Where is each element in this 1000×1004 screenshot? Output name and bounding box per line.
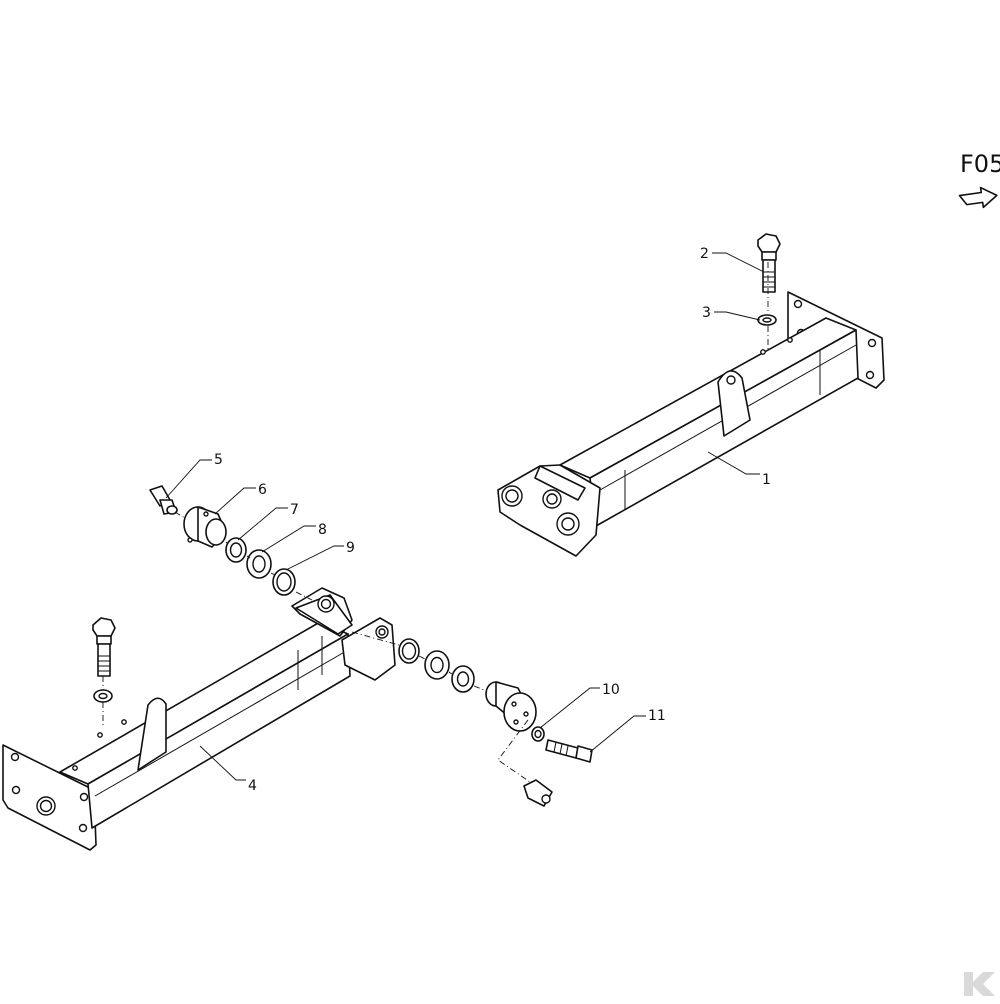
callout-10: 10: [539, 682, 620, 729]
brand-logo-icon: [964, 972, 995, 996]
part-7-washer: [225, 537, 247, 563]
part-6-bushing: [183, 506, 227, 548]
part-10-washer: [531, 726, 545, 742]
callout-label: 7: [290, 502, 299, 518]
callout-8: 8: [261, 522, 327, 553]
callout-1: 1: [707, 451, 771, 488]
part-11-bolt: [545, 739, 593, 763]
direction-arrow-icon: [958, 186, 998, 209]
washer-left: [93, 689, 113, 703]
callout-label: 1: [762, 472, 771, 488]
callout-label: 6: [258, 482, 267, 498]
grease-nipple-lower: [523, 779, 553, 807]
callout-label: 4: [248, 778, 257, 794]
assembly-axes: [102, 262, 769, 783]
sheet-code: F05: [960, 150, 1000, 178]
part-2-bolt: [757, 233, 781, 293]
washer-right-2: [451, 665, 475, 693]
callout-label: 8: [318, 522, 327, 538]
callout-9: 9: [285, 540, 355, 571]
callout-label: 2: [700, 246, 709, 262]
part-5-grease-nipple: [149, 485, 178, 515]
part-8-washer: [246, 549, 272, 579]
part-3-washer: [757, 314, 777, 326]
callout-6: 6: [214, 482, 267, 515]
circlip-right: [398, 638, 420, 664]
callout-label: 10: [602, 682, 620, 698]
callout-7: 7: [237, 502, 299, 541]
callout-4: 4: [199, 745, 257, 794]
callout-label: 3: [702, 305, 711, 321]
callout-5: 5: [165, 452, 223, 499]
callout-label: 9: [346, 540, 355, 556]
bolt-left: [92, 617, 116, 677]
callout-label: 5: [214, 452, 223, 468]
pin-shaft: [485, 681, 537, 732]
part-1-axle-beam: [497, 291, 885, 557]
callout-label: 11: [648, 708, 666, 724]
part-9-circlip: [272, 568, 296, 596]
callout-2: 2: [700, 246, 765, 273]
callout-3: 3: [702, 305, 761, 321]
callout-11: 11: [589, 708, 666, 753]
part-4-axle-beam: [2, 587, 396, 851]
washer-right-1: [424, 650, 450, 680]
